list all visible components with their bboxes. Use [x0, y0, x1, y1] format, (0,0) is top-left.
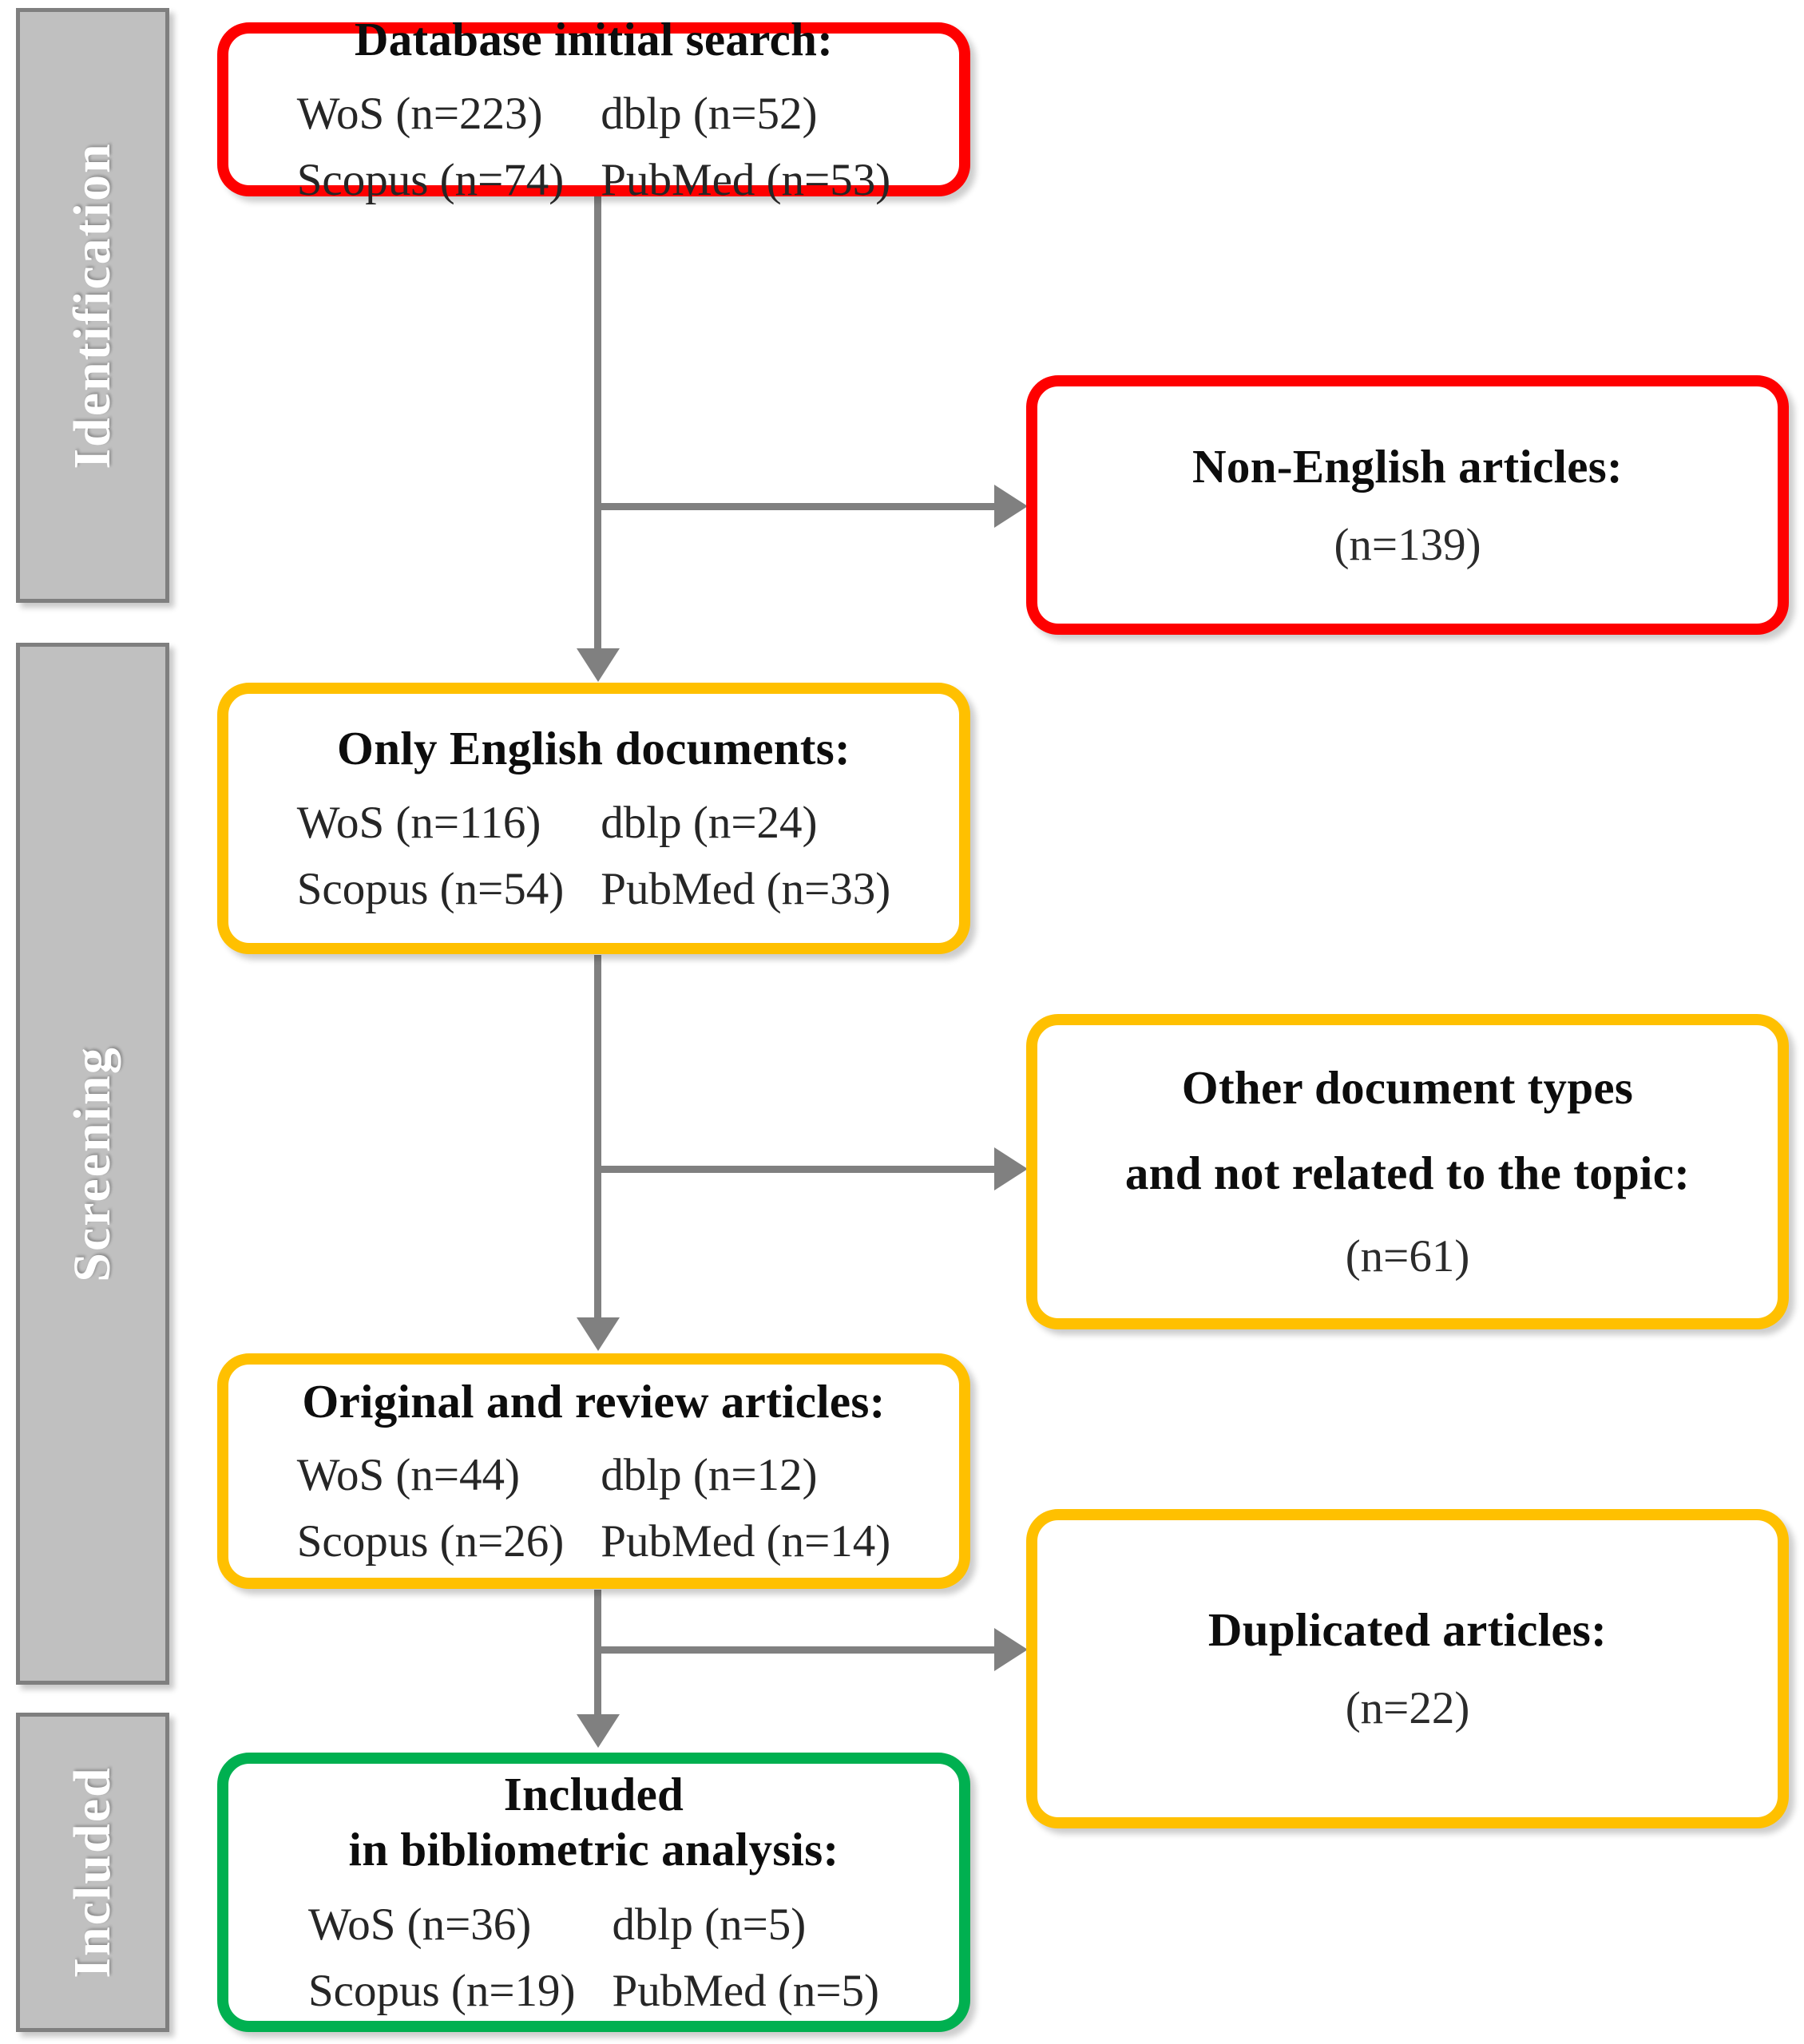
- count-wos: WoS (n=44): [296, 1450, 520, 1501]
- box-database-initial-search: Database initial search: WoS (n=223) dbl…: [217, 13, 970, 205]
- box-title-line1: Included: [503, 1767, 684, 1820]
- box-only-english-documents: Only English documents: WoS (n=116) dblp…: [217, 683, 970, 954]
- arrowhead-right-to-other-types: [994, 1147, 1028, 1190]
- count-pubmed: PubMed (n=14): [601, 1516, 891, 1567]
- box-original-and-review-articles: Original and review articles: WoS (n=44)…: [217, 1353, 970, 1589]
- stage-band-included: Included: [16, 1713, 169, 2032]
- count-dblp: dblp (n=12): [601, 1450, 818, 1501]
- count-pubmed: PubMed (n=53): [601, 154, 891, 205]
- source-count-grid: WoS (n=36) dblp (n=5) Scopus (n=19) PubM…: [308, 1899, 879, 2017]
- count-dblp: dblp (n=5): [612, 1899, 807, 1951]
- arrowhead-right-to-duplicated: [994, 1628, 1028, 1671]
- box-count: (n=139): [1334, 519, 1481, 570]
- count-scopus: Scopus (n=54): [296, 863, 565, 914]
- arrowhead-down-to-included: [577, 1714, 620, 1748]
- box-title: Database initial search:: [354, 13, 834, 66]
- arrowhead-right-to-non-english: [994, 485, 1028, 528]
- count-wos: WoS (n=223): [296, 88, 543, 139]
- arrowhead-down-to-original: [577, 1317, 620, 1351]
- count-dblp: dblp (n=24): [601, 797, 818, 848]
- box-count: (n=61): [1345, 1231, 1470, 1282]
- arrowhead-down-to-english: [577, 648, 620, 682]
- stage-label-identification: Identification: [63, 141, 121, 469]
- box-title: Original and review articles:: [302, 1374, 886, 1428]
- stage-label-included: Included: [63, 1766, 121, 1979]
- connector-original-to-duplicated: [597, 1646, 997, 1654]
- connector-english-to-other-types: [597, 1166, 997, 1173]
- count-scopus: Scopus (n=19): [307, 1966, 576, 2017]
- source-count-grid: WoS (n=223) dblp (n=52) Scopus (n=74) Pu…: [297, 88, 891, 206]
- count-wos: WoS (n=36): [307, 1899, 532, 1951]
- box-duplicated-articles: Duplicated articles: (n=22): [1026, 1509, 1789, 1828]
- source-count-grid: WoS (n=44) dblp (n=12) Scopus (n=26) Pub…: [297, 1449, 891, 1567]
- stage-label-screening: Screening: [63, 1045, 121, 1282]
- connector-initial-to-english: [594, 196, 601, 652]
- box-other-document-types: Other document types and not related to …: [1026, 1014, 1789, 1329]
- source-count-grid: WoS (n=116) dblp (n=24) Scopus (n=54) Pu…: [297, 797, 891, 915]
- box-title: Duplicated articles:: [1207, 1603, 1608, 1657]
- count-scopus: Scopus (n=74): [296, 154, 565, 205]
- count-wos: WoS (n=116): [296, 797, 541, 848]
- box-title-line2: and not related to the topic:: [1124, 1147, 1691, 1200]
- count-dblp: dblp (n=52): [601, 88, 818, 139]
- connector-initial-to-non-english: [597, 503, 997, 510]
- box-title-line2: in bibliometric analysis:: [348, 1823, 839, 1876]
- box-title: Only English documents:: [337, 722, 850, 775]
- count-pubmed: PubMed (n=5): [612, 1966, 880, 2017]
- stage-band-identification: Identification: [16, 8, 169, 603]
- box-title-line1: Other document types: [1181, 1060, 1634, 1114]
- stage-band-screening: Screening: [16, 643, 169, 1685]
- count-scopus: Scopus (n=26): [296, 1516, 565, 1567]
- box-title: Non-English articles:: [1192, 439, 1623, 493]
- count-pubmed: PubMed (n=33): [601, 863, 891, 914]
- connector-english-to-original: [594, 955, 601, 1319]
- box-included-in-bibliometric-analysis: Included in bibliometric analysis: WoS (…: [217, 1753, 970, 2032]
- box-count: (n=22): [1345, 1683, 1470, 1734]
- box-non-english-articles: Non-English articles: (n=139): [1026, 375, 1789, 635]
